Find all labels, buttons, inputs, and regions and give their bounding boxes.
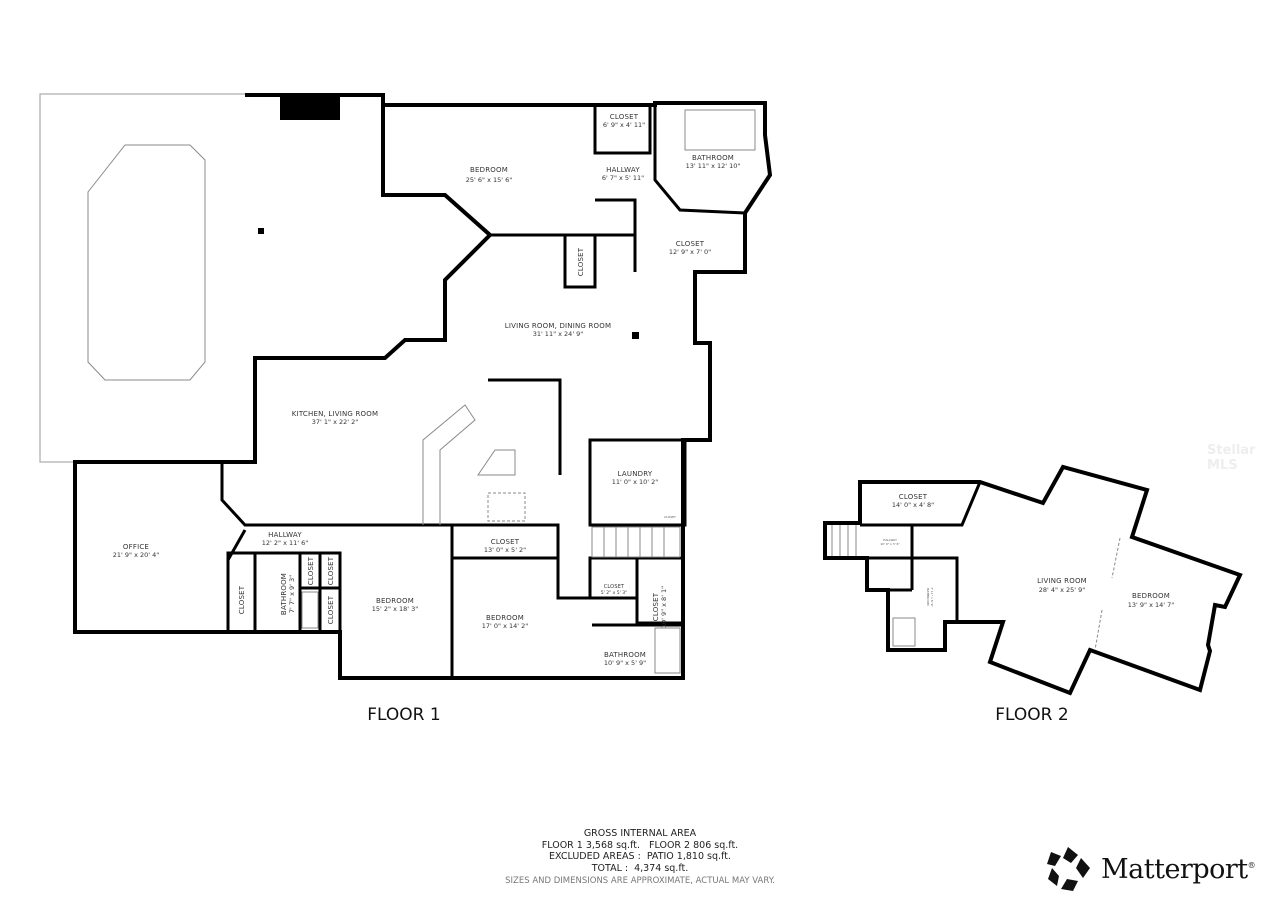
room-label: KITCHEN, LIVING ROOM xyxy=(292,410,378,418)
room-dims: 31' 11" x 24' 9" xyxy=(533,330,584,338)
room-label: BATHROOM xyxy=(604,651,646,659)
area-summary: GROSS INTERNAL AREA FLOOR 1 3,568 sq.ft.… xyxy=(460,828,820,888)
room-dims: 7' 7" x 9' 3" xyxy=(288,575,296,613)
room-label: BEDROOM xyxy=(376,597,414,605)
interior-wall xyxy=(226,529,247,632)
interior-wall xyxy=(860,481,982,527)
column xyxy=(632,332,639,339)
opening xyxy=(1111,537,1121,579)
room-dims: 13' 11" x 12' 10" xyxy=(686,162,741,170)
room-dims: 7' 11" x 8' 9" xyxy=(930,587,934,607)
room-dims: 6' 9" x 4' 11" xyxy=(603,121,645,129)
room-dims: 28' 4" x 25' 9" xyxy=(1039,586,1085,594)
house-wall-patio-side xyxy=(222,95,493,464)
floor-1-plan: BEDROOM 25' 6" x 15' 6" CLOSET 6' 9" x 4… xyxy=(39,93,773,725)
shower xyxy=(892,617,916,647)
room-label: BEDROOM xyxy=(486,614,524,622)
patio-outline xyxy=(39,93,245,463)
floor-1-title: FLOOR 1 xyxy=(367,705,440,725)
stairs-floor-2 xyxy=(831,525,857,556)
room-label: CLOSET xyxy=(652,592,660,621)
kitchen-counter-wall xyxy=(488,378,562,475)
closet-wall xyxy=(635,556,685,625)
room-label: BATHROOM xyxy=(280,573,288,615)
room-label: OFFICE xyxy=(123,543,149,551)
bathtub xyxy=(684,109,756,151)
room-dims: 14' 0" x 4' 8" xyxy=(892,501,934,509)
room-dims: 13' 9" x 14' 7" xyxy=(1128,601,1174,609)
closet-wall xyxy=(563,233,597,289)
room-dims: 13' 0" x 5' 2" xyxy=(484,546,526,554)
room-label: HALLWAY xyxy=(268,531,302,539)
registered-mark: ® xyxy=(1247,860,1256,870)
room-dims: 25' 6" x 15' 6" xyxy=(466,176,512,184)
room-label: CLOSET xyxy=(610,113,639,121)
closet-wall xyxy=(593,103,652,155)
room-dims: 17' 0" x 14' 2" xyxy=(482,622,528,630)
room-label: CLOSET xyxy=(327,556,335,585)
area-heading: GROSS INTERNAL AREA xyxy=(583,828,697,839)
room-dims: 5' 2" x 5' 3" xyxy=(601,590,627,596)
bathtub xyxy=(301,591,319,629)
pool xyxy=(87,144,206,381)
bathroom-wall xyxy=(253,551,302,634)
room-dims: 6' 7" x 5' 11" xyxy=(602,174,644,182)
floor-2-exterior-wall xyxy=(823,464,1243,696)
floor-2-plan: CLOSET 14' 0" x 4' 8" HALLWAY 10' 0" x 3… xyxy=(823,464,1243,725)
excluded-area: EXCLUDED AREAS : PATIO 1,810 sq.ft. xyxy=(549,851,731,862)
dining-table xyxy=(487,492,526,522)
closet-wall xyxy=(318,586,342,634)
kitchen-island-counter xyxy=(422,404,476,525)
interior-wall xyxy=(867,556,959,622)
total-area: TOTAL : 4,374 sq.ft. xyxy=(591,862,689,874)
room-label: BATHROOM xyxy=(926,588,930,606)
room-dims: 10' 0" x 3' 6" xyxy=(880,542,900,546)
floor-2-title: FLOOR 2 xyxy=(995,705,1068,725)
room-label: CLOSET xyxy=(238,585,246,614)
room-label: LAUNDRY xyxy=(618,470,653,478)
interior-wall xyxy=(220,462,592,600)
matterport-logo: Matterport® xyxy=(1045,846,1256,892)
room-label: CLOSET xyxy=(491,538,520,546)
watermark: Stellar MLS xyxy=(1207,443,1256,473)
shower xyxy=(654,627,681,674)
disclaimer: SIZES AND DIMENSIONS ARE APPROXIMATE, AC… xyxy=(505,876,775,886)
room-label: CLOSET xyxy=(676,240,705,248)
room-label: CLOSET xyxy=(577,247,585,276)
interior-wall xyxy=(490,233,637,272)
laundry-wall xyxy=(588,438,687,527)
room-dims: 10' 9" x 5' 9" xyxy=(604,659,646,667)
room-dims: 12' 2" x 11' 6" xyxy=(262,539,308,547)
opening xyxy=(1094,609,1103,651)
interior-wall xyxy=(653,103,746,215)
floors-area: FLOOR 1 3,568 sq.ft. FLOOR 2 806 sq.ft. xyxy=(541,839,739,851)
room-label: BATHROOM xyxy=(692,154,734,162)
matterport-logo-icon xyxy=(1047,847,1090,891)
brand-name: Matterport xyxy=(1101,853,1248,885)
room-label: BEDROOM xyxy=(470,166,508,174)
floor-1-labels: BEDROOM 25' 6" x 15' 6" CLOSET 6' 9" x 4… xyxy=(113,113,741,667)
room-label: CLOSET xyxy=(604,584,625,590)
room-label: CLOSET xyxy=(899,493,928,501)
fireplace xyxy=(280,95,340,120)
room-dims: 21' 9" x 20' 4" xyxy=(113,551,159,559)
room-label: BEDROOM xyxy=(1132,592,1170,600)
stairs-floor-1 xyxy=(591,526,681,558)
room-dims: 11' 0" x 10' 2" xyxy=(612,478,658,486)
room-label: CLOSET xyxy=(327,595,335,624)
room-dims: 12' 9" x 7' 0" xyxy=(669,248,711,256)
room-label: LIVING ROOM, DINING ROOM xyxy=(505,322,611,330)
room-label: CLOSET xyxy=(664,515,676,519)
interior-wall xyxy=(595,198,637,235)
kitchen-island xyxy=(477,449,516,476)
room-label: CLOSET xyxy=(307,556,315,585)
room-dims: 10' 9" x 8' 1" xyxy=(660,586,668,628)
room-dims: 15' 2" x 18' 3" xyxy=(372,605,418,613)
room-label: HALLWAY xyxy=(606,166,640,174)
room-label: HALLWAY xyxy=(883,538,897,542)
room-label: LIVING ROOM xyxy=(1037,577,1087,585)
room-dims: 37' 1" x 22' 2" xyxy=(312,418,358,426)
column xyxy=(258,228,264,234)
